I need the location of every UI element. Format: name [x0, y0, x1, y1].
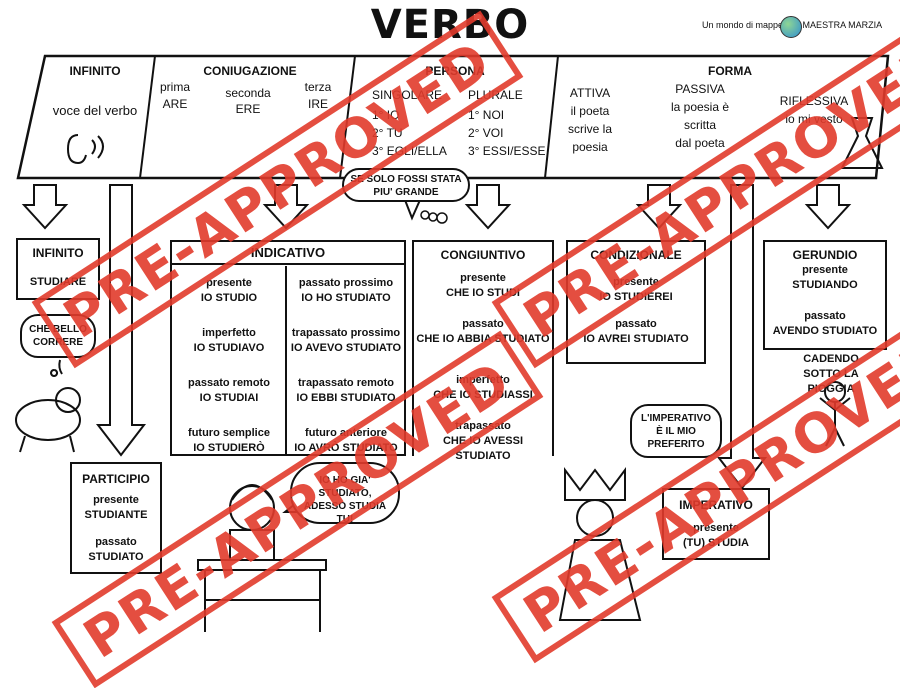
participio-2-form: STUDIATO [88, 551, 144, 563]
participio-title: PARTICIPIO [82, 472, 150, 486]
gerundio-2-form: AVENDO STUDIATO [772, 325, 878, 337]
forma-passiva-1: PASSIVA [675, 82, 725, 96]
indicativo-l3-tense: passato remoto [188, 377, 270, 389]
coniugazione-terza-val: IRE [307, 97, 328, 111]
indicativo-title: INDICATIVO [172, 242, 404, 265]
forma-riflessiva-2: io mi vesto [785, 112, 843, 126]
forma-passiva-2: la poesia è [670, 100, 730, 114]
forma-riflessiva-1: RIFLESSIVA [779, 94, 849, 108]
persona-plur-3: 3° ESSI/ESSE [468, 144, 546, 158]
indicativo-box: INDICATIVO presente IO STUDIO imperfetto… [170, 240, 406, 456]
congiuntivo-2-form: CHE IO ABBIA STUDIATO [416, 333, 550, 345]
gerundio-box: GERUNDIO presente STUDIANDO passato AVEN… [763, 240, 887, 350]
page-title: VERBO [370, 2, 530, 48]
congiuntivo-2-tense: passato [462, 318, 504, 330]
indicativo-r3-tense: trapassato remoto [298, 377, 394, 389]
ant-speech-bubble: SE SOLO FOSSI STATA PIU' GRANDE [342, 168, 470, 202]
indicativo-l3-form: IO STUDIAI [199, 392, 259, 404]
condizionale-box: CONDIZIONALE presente IO STUDIEREI passa… [566, 240, 706, 364]
forma-attiva-4: poesia [572, 140, 608, 154]
coniugazione-title: CONIUGAZIONE [203, 64, 297, 78]
forma-attiva-1: ATTIVA [569, 86, 611, 100]
gerundio-title: GERUNDIO [792, 248, 858, 262]
leopard-speech-bubble: CHE BELLO CORRERE [20, 314, 96, 358]
congiuntivo-4-form: CHE IO AVESSI STUDIATO [442, 435, 524, 462]
condizionale-1-form: IO STUDIEREI [599, 291, 673, 303]
infinito-box-value: STUDIARE [29, 276, 87, 288]
infinito-header-text: voce del verbo [52, 103, 138, 118]
congiuntivo-box: CONGIUNTIVO presente CHE IO STUDI passat… [412, 240, 554, 462]
indicativo-left-col: presente IO STUDIO imperfetto IO STUDIAV… [172, 276, 286, 456]
infinito-box-title: INFINITO [32, 246, 84, 260]
coniugazione-seconda: seconda [225, 86, 271, 100]
infinito-box: INFINITO STUDIARE [16, 238, 100, 300]
indicativo-r2-tense: trapassato prossimo [291, 327, 401, 339]
girl-speech-bubble: IO HO GIA' STUDIATO, ADESSO STUDIA TU! [290, 462, 400, 525]
king-speech-bubble: L'IMPERATIVO È IL MIO PREFERITO [630, 404, 722, 458]
infinito-header-title: INFINITO [69, 64, 121, 78]
indicativo-r1-tense: passato prossimo [298, 277, 394, 289]
indicativo-l4-form: IO STUDIERÒ [193, 442, 265, 454]
indicativo-r4-tense: futuro anteriore [305, 427, 387, 439]
forma-passiva-4: dal poeta [675, 136, 725, 150]
congiuntivo-1-tense: presente [460, 272, 506, 284]
participio-1-form: STUDIANTE [84, 509, 148, 521]
persona-singolare: SINGOLARE [372, 88, 443, 102]
congiuntivo-3-form: CHE IO STUDIASSI [433, 389, 533, 401]
forma-passiva-3: scritta [683, 118, 716, 132]
imperativo-1-tense: presente [693, 522, 739, 534]
forma-attiva-3: scrive la [567, 122, 612, 136]
coniugazione-prima: prima [159, 80, 190, 94]
gerundio-2-tense: passato [804, 310, 846, 322]
diagram-lines [15, 54, 890, 632]
gerundio-note: CADENDO SOTTO LA PIOGGIA [803, 353, 859, 395]
coniugazione-seconda-val: ERE [235, 102, 261, 116]
forma-attiva-2: il poeta [570, 104, 610, 118]
imperativo-title: IMPERATIVO [679, 498, 753, 512]
indicativo-r1-form: IO HO STUDIATO [301, 292, 391, 304]
indicativo-r4-form: IO AVRÒ STUDIATO [294, 442, 398, 454]
participio-box: PARTICIPIO presente STUDIANTE passato ST… [70, 462, 162, 574]
forma-title: FORMA [708, 64, 752, 78]
indicativo-l1-tense: presente [206, 277, 252, 289]
indicativo-l1-form: IO STUDIO [200, 292, 258, 304]
indicativo-l2-form: IO STUDIAVO [193, 342, 265, 354]
persona-plur-2: 2° VOI [468, 126, 504, 140]
condizionale-2-form: IO AVREI STUDIATO [583, 333, 689, 345]
coniugazione-terza: terza [304, 80, 332, 94]
indicativo-l4-tense: futuro semplice [188, 427, 270, 439]
indicativo-l2-tense: imperfetto [202, 327, 256, 339]
condizionale-2-tense: passato [615, 318, 657, 330]
participio-2-tense: passato [95, 536, 137, 548]
imperativo-box: IMPERATIVO presente (TU) STUDIA [662, 488, 770, 560]
condizionale-1-tense: presente [613, 276, 659, 288]
indicativo-r3-form: IO EBBI STUDIATO [296, 392, 396, 404]
congiuntivo-3-tense: imperfetto [456, 374, 510, 386]
coniugazione-prima-val: ARE [162, 97, 188, 111]
persona-plur-1: 1° NOI [468, 108, 505, 122]
indicativo-right-col: passato prossimo IO HO STUDIATO trapassa… [288, 276, 404, 456]
persona-title: PERSONA [425, 64, 485, 78]
condizionale-title: CONDIZIONALE [590, 248, 682, 262]
gerundio-1-form: STUDIANDO [792, 279, 858, 291]
congiuntivo-4-tense: trapassato [455, 420, 511, 432]
persona-sing-1: 1° IO [372, 108, 400, 122]
indicativo-r2-form: IO AVEVO STUDIATO [290, 342, 402, 354]
congiuntivo-1-form: CHE IO STUDI [446, 287, 520, 299]
imperativo-1-form: (TU) STUDIA [683, 537, 749, 549]
participio-1-tense: presente [93, 494, 139, 506]
congiuntivo-title: CONGIUNTIVO [440, 248, 526, 262]
gerundio-1-tense: presente [802, 264, 848, 276]
globe-icon [780, 16, 802, 38]
persona-sing-2: 2° TU [372, 126, 403, 140]
persona-sing-3: 3° EGLI/ELLA [372, 144, 447, 158]
persona-plurale: PLURALE [468, 88, 523, 102]
